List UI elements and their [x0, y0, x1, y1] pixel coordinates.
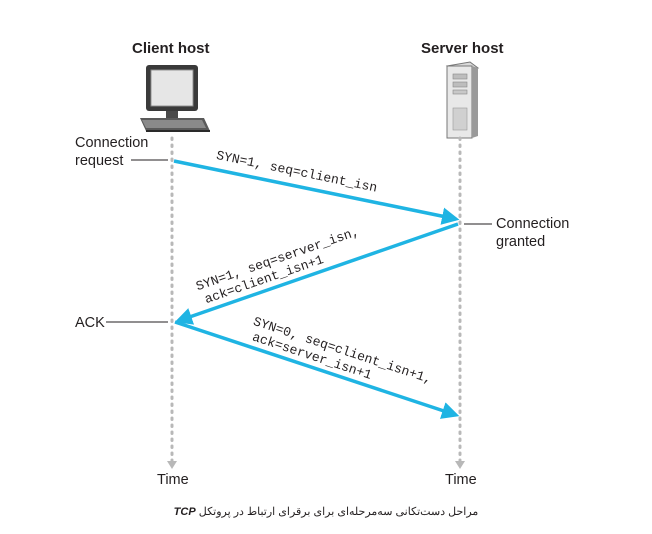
connection-request-label: Connection request — [75, 135, 149, 169]
ack-label: ACK — [75, 315, 105, 331]
server-time-label: Time — [445, 472, 477, 488]
connection-granted-label: Connection granted — [496, 216, 570, 250]
synack-arrow — [174, 222, 459, 325]
server-timeline-arrowhead — [455, 461, 465, 469]
ack-arrow — [174, 320, 460, 419]
figure-caption: مراحل دست‌تکانی سه‌مرحله‌ای برای برقرای … — [0, 505, 652, 518]
client-computer-icon — [140, 65, 210, 132]
server-host-title: Server host — [421, 40, 504, 57]
client-time-label: Time — [157, 472, 189, 488]
client-host-title: Client host — [132, 40, 210, 57]
caption-text: مراحل دست‌تکانی سه‌مرحله‌ای برای برقرای … — [198, 506, 479, 518]
syn-arrow — [173, 159, 460, 225]
server-tower-icon — [445, 61, 480, 139]
caption-protocol: TCP — [173, 506, 196, 518]
client-timeline-arrowhead — [167, 461, 177, 469]
